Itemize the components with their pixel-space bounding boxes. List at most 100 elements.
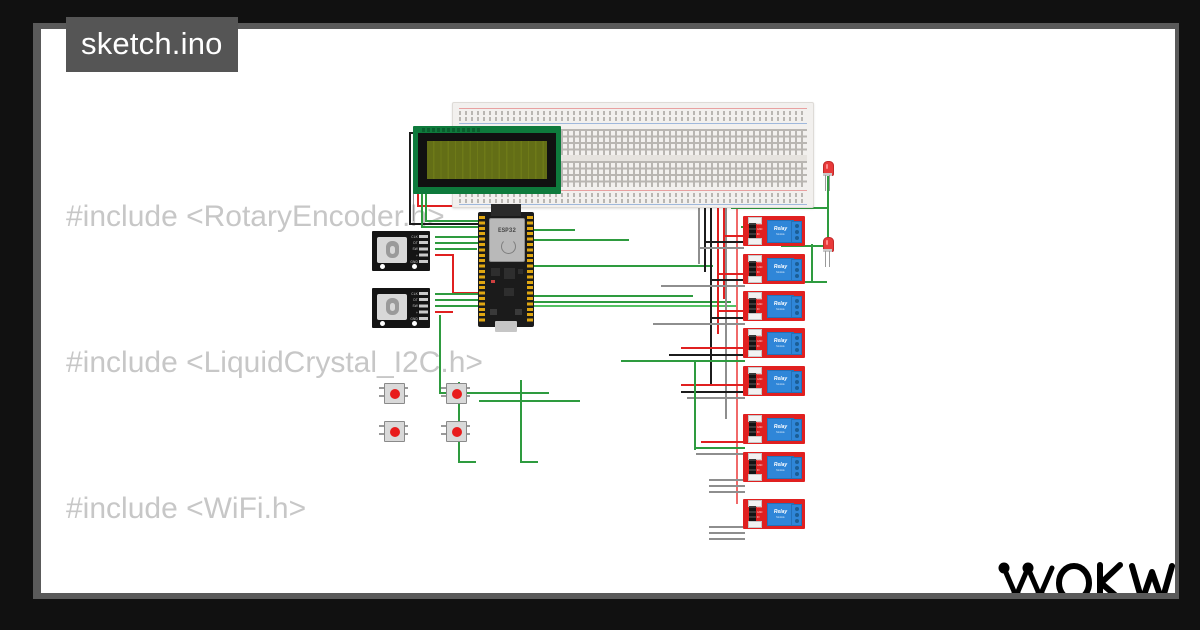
wire-black	[669, 354, 745, 356]
relay-module[interactable]: VCC GND IN Relay Module	[743, 254, 805, 284]
button-leg	[441, 425, 446, 428]
relay-pin-label: GND	[757, 340, 763, 343]
relay-pin-label: IN	[757, 431, 760, 434]
pushbutton[interactable]	[441, 381, 470, 406]
relay-module[interactable]: VCC GND IN Relay Module	[743, 366, 805, 396]
encoder-pin-header[interactable]	[419, 235, 428, 266]
esp32-boot-button[interactable]	[490, 309, 497, 315]
button-cap[interactable]	[451, 426, 462, 437]
button-cap[interactable]	[389, 388, 400, 399]
led-leg	[825, 175, 827, 191]
button-cap[interactable]	[389, 426, 400, 437]
relay-component	[748, 350, 762, 357]
led-base	[823, 173, 832, 176]
relay-pin-header[interactable]	[749, 421, 756, 436]
esp32-left-pin-header[interactable]	[479, 216, 485, 322]
wire-green	[435, 293, 479, 295]
wire-green	[425, 220, 485, 222]
relay-sublabel: Module	[776, 516, 785, 519]
led[interactable]	[822, 237, 834, 267]
relay-pin-header[interactable]	[749, 506, 756, 521]
button-leg	[465, 425, 470, 428]
relay-screw-terminal[interactable]	[791, 221, 802, 243]
terminal-screw	[794, 507, 799, 511]
relay-pin-label: VCC	[757, 261, 763, 264]
wire-green	[435, 305, 483, 307]
wire-green	[458, 461, 476, 463]
button-leg	[441, 395, 446, 398]
relay-pin-label: VCC	[757, 298, 763, 301]
relay-pin-label: IN	[757, 233, 760, 236]
relay-module[interactable]: VCC GND IN Relay Module	[743, 499, 805, 529]
led-leg	[825, 251, 827, 267]
wire-red	[717, 310, 745, 312]
encoder-pin-label: GND	[410, 316, 418, 321]
esp32-devkit-board[interactable]: ESP32	[478, 204, 534, 332]
rotary-encoder-module[interactable]: CLK DT SW + GND	[372, 288, 430, 328]
pushbutton[interactable]	[379, 381, 408, 406]
relay-pin-header[interactable]	[749, 459, 756, 474]
esp32-shield-can: ESP32	[489, 218, 525, 262]
esp32-antenna	[491, 204, 521, 216]
button-body[interactable]	[384, 383, 405, 404]
relay-pin-labels: VCC GND IN	[757, 372, 762, 387]
relay-screw-terminal[interactable]	[791, 371, 802, 393]
esp32-right-pin-header[interactable]	[527, 216, 533, 322]
relay-screw-terminal[interactable]	[791, 419, 802, 441]
circuit-diagram[interactable]: ESP32 CLK DT SW	[41, 29, 1175, 593]
button-body[interactable]	[446, 421, 467, 442]
wire-gray	[661, 285, 745, 287]
breadboard-rail-negative	[459, 123, 807, 124]
relay-coil-block: Relay Module	[767, 418, 794, 441]
encoder-knob[interactable]	[377, 237, 407, 263]
encoder-pin-header[interactable]	[419, 292, 428, 323]
led[interactable]	[822, 161, 834, 191]
relay-pin-header[interactable]	[749, 335, 756, 350]
relay-pin-header[interactable]	[749, 298, 756, 313]
mounting-hole	[380, 321, 385, 326]
wire-green	[435, 248, 477, 250]
relay-module[interactable]: VCC GND IN Relay Module	[743, 291, 805, 321]
rotary-encoder-module[interactable]: CLK DT SW + GND	[372, 231, 430, 271]
button-body[interactable]	[446, 383, 467, 404]
relay-screw-terminal[interactable]	[791, 296, 802, 318]
relay-label: Relay	[773, 226, 788, 232]
wire-red	[717, 273, 745, 275]
esp32-capacitor	[518, 269, 523, 274]
button-leg	[465, 395, 470, 398]
relay-module[interactable]: VCC GND IN Relay Module	[743, 452, 805, 482]
sketch-file-title[interactable]: sketch.ino	[66, 17, 238, 72]
terminal-screw	[794, 230, 799, 234]
button-body[interactable]	[384, 421, 405, 442]
esp32-led-indicator	[491, 280, 495, 283]
relay-module[interactable]: VCC GND IN Relay Module	[743, 328, 805, 358]
relay-screw-terminal[interactable]	[791, 259, 802, 281]
relay-screw-terminal[interactable]	[791, 333, 802, 355]
esp32-enable-button[interactable]	[515, 309, 522, 315]
encoder-knob[interactable]	[377, 294, 407, 320]
relay-pin-header[interactable]	[749, 373, 756, 388]
wokwi-logo	[996, 554, 1175, 593]
relay-module[interactable]: VCC GND IN Relay Module	[743, 216, 805, 246]
terminal-screw	[794, 268, 799, 272]
encoder-pin-label: DT	[413, 298, 418, 303]
button-cap[interactable]	[451, 388, 462, 399]
relay-pin-labels: VCC GND IN	[757, 505, 762, 520]
relay-pin-header[interactable]	[749, 223, 756, 238]
wire-green	[520, 400, 580, 402]
relay-screw-terminal[interactable]	[791, 504, 802, 526]
breadboard-center-channel	[459, 155, 807, 161]
pushbutton[interactable]	[441, 419, 470, 444]
relay-pin-label: IN	[757, 383, 760, 386]
terminal-screw	[794, 380, 799, 384]
relay-pin-label: IN	[757, 308, 760, 311]
button-leg	[403, 395, 408, 398]
wire-green	[533, 239, 629, 241]
pushbutton[interactable]	[379, 419, 408, 444]
relay-screw-terminal[interactable]	[791, 457, 802, 479]
relay-coil-block: Relay Module	[767, 220, 794, 243]
relay-pin-header[interactable]	[749, 261, 756, 276]
relay-module[interactable]: VCC GND IN Relay Module	[743, 414, 805, 444]
lcd-1602-display[interactable]	[413, 126, 561, 194]
